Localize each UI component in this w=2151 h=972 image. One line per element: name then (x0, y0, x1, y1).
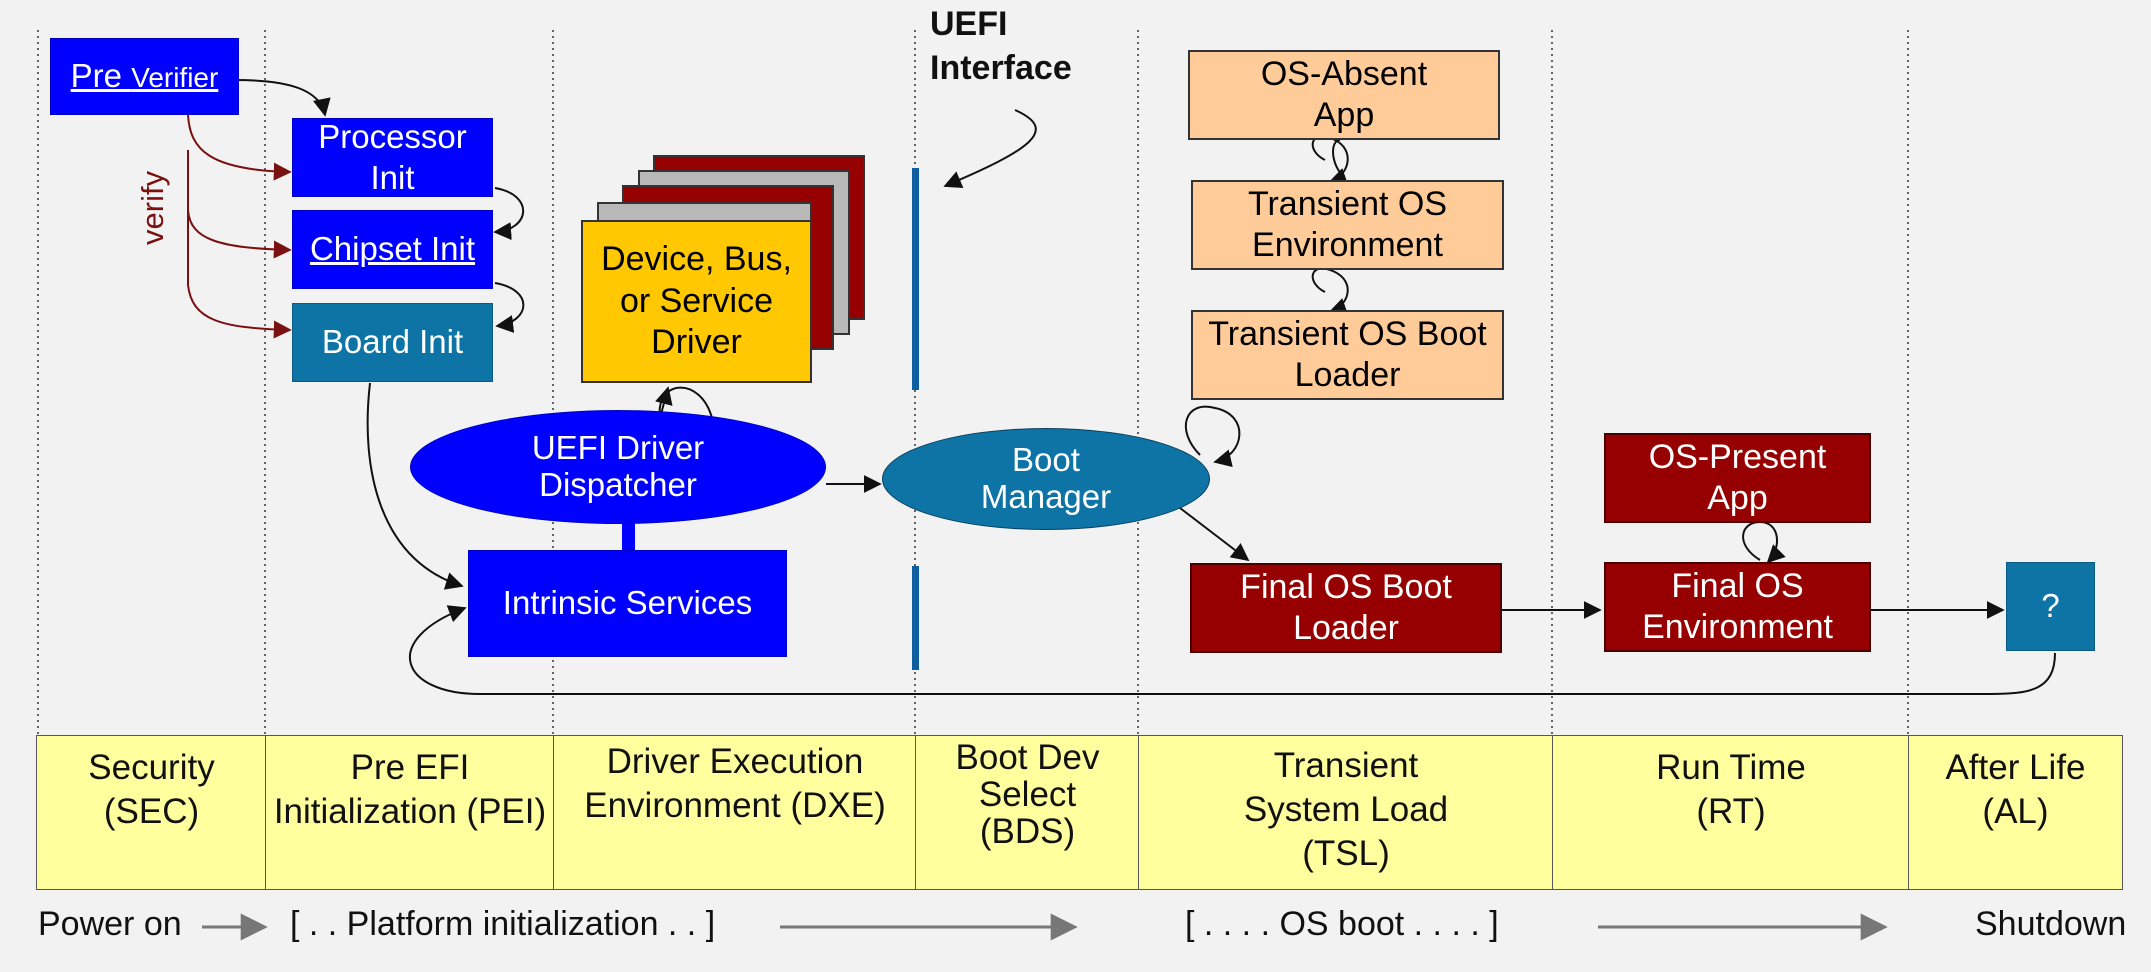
phase-tsl-label: Transient System Load (TSL) (1243, 746, 1449, 873)
phase-pei-label: Pre EFI Initialization (PEI) (273, 748, 547, 831)
device-bus-service-driver-box[interactable]: Device, Bus, or Service Driver (581, 220, 812, 383)
pre-verifier-label-small: Verifier (131, 62, 219, 94)
processor-init-box[interactable]: Processor Init (292, 118, 493, 197)
arrow-processor-chipset (493, 187, 525, 241)
uefi-interface-bar-top (912, 168, 919, 390)
timeline-power-on: Power on (38, 905, 182, 943)
chipset-init-box[interactable]: Chipset Init (292, 210, 493, 289)
phase-tsl: Transient System Load (TSL) (1138, 735, 1554, 890)
phase-bds-label: Boot Dev Select (BDS) (955, 738, 1100, 851)
after-life-unknown-box[interactable]: ? (2006, 562, 2095, 651)
processor-init-label: Processor Init (318, 118, 467, 196)
transient-os-environment-label: Transient OS Environment (1247, 184, 1448, 264)
after-life-unknown-label: ? (2041, 587, 2060, 625)
final-os-boot-loader-label: Final OS Boot Loader (1240, 567, 1452, 647)
phase-al-label: After Life (AL) (1945, 748, 2086, 831)
phase-dxe-label: Driver Execution Environment (DXE) (584, 742, 886, 825)
verify-arrow-processor (187, 114, 292, 181)
arrow-bootmanager-loop (1184, 405, 1241, 468)
arrow-board-intrinsic (366, 382, 464, 590)
transient-os-boot-loader-label: Transient OS Boot Loader (1208, 314, 1487, 394)
uefi-driver-dispatcher[interactable]: UEFI Driver Dispatcher (410, 410, 826, 524)
intrinsic-services-label: Intrinsic Services (502, 584, 753, 622)
os-absent-app-box[interactable]: OS-Absent App (1188, 50, 1500, 140)
arrow-osabsent-env-loop (1311, 135, 1349, 186)
arrow-bootmanager-finalloader (1179, 507, 1250, 562)
os-absent-app-label: OS-Absent App (1260, 54, 1428, 134)
pre-verifier-box[interactable]: Pre Verifier (50, 38, 239, 115)
driver-box-label: Device, Bus, or Service Driver (601, 240, 792, 362)
arrow-ospresent-env-loop (1742, 520, 1786, 564)
board-init-box[interactable]: Board Init (292, 303, 493, 382)
os-present-app-box[interactable]: OS-Present App (1604, 433, 1871, 523)
phase-dxe: Driver Execution Environment (DXE) (553, 735, 917, 890)
arrow-preverifier-processor (234, 79, 331, 117)
transient-os-boot-loader-box[interactable]: Transient OS Boot Loader (1191, 310, 1504, 400)
final-os-environment-label: Final OS Environment (1642, 566, 1833, 646)
arrow-unknown-return (408, 605, 2056, 695)
phase-rt-label: Run Time (RT) (1656, 748, 1806, 831)
phase-pei: Pre EFI Initialization (PEI) (265, 735, 555, 890)
verify-arrow-chipset (187, 150, 292, 259)
os-present-app-label: OS-Present App (1648, 437, 1827, 517)
uefi-interface-arrow (943, 109, 1037, 188)
phase-sec: Security (SEC) (36, 735, 267, 890)
final-os-environment-box[interactable]: Final OS Environment (1604, 562, 1871, 652)
dispatcher-label: UEFI Driver Dispatcher (531, 429, 705, 503)
dispatcher-intrinsic-connector (622, 520, 635, 552)
verify-label: verify (135, 170, 170, 245)
timeline-platform-init: [ . . Platform initialization . . ] (290, 905, 716, 943)
transient-os-environment-box[interactable]: Transient OS Environment (1191, 180, 1504, 270)
timeline-shutdown: Shutdown (1975, 905, 2127, 943)
arrow-chipset-board (494, 282, 525, 333)
timeline-os-boot: [ . . . . OS boot . . . . ] (1185, 905, 1499, 943)
boot-manager[interactable]: Boot Manager (882, 428, 1210, 530)
uefi-interface-bar-bottom (912, 566, 919, 670)
board-init-label: Board Init (321, 323, 464, 361)
intrinsic-services-box[interactable]: Intrinsic Services (468, 550, 787, 657)
final-os-boot-loader-box[interactable]: Final OS Boot Loader (1190, 563, 1502, 653)
phase-rt: Run Time (RT) (1552, 735, 1910, 890)
verify-arrow-board (187, 210, 292, 339)
arrow-dispatcher-driver (658, 386, 713, 419)
uefi-interface-label: UEFI Interface (930, 5, 1072, 88)
chipset-init-label: Chipset Init (309, 230, 476, 268)
phase-al: After Life (AL) (1908, 735, 2123, 890)
pre-verifier-label-big: Pre (70, 57, 123, 95)
arrow-env-loader-loop (1311, 267, 1349, 316)
boot-manager-label: Boot Manager (980, 441, 1112, 515)
phase-bds: Boot Dev Select (BDS) (915, 735, 1140, 890)
phase-sec-label: Security (SEC) (88, 748, 215, 831)
